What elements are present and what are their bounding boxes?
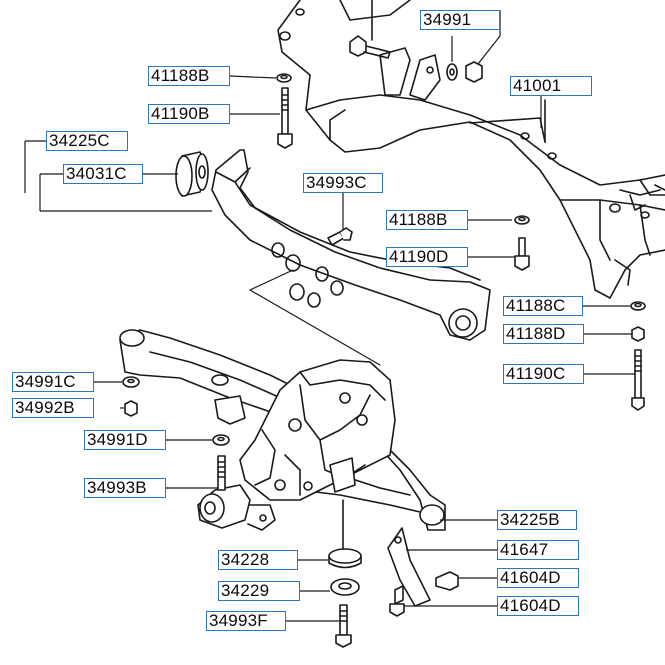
part-label-34993c[interactable]: 34993C	[303, 173, 383, 193]
part-label-34991[interactable]: 34991	[420, 10, 500, 30]
part-label-41188d[interactable]: 41188D	[503, 324, 584, 344]
part-label-41190c[interactable]: 41190C	[503, 364, 584, 384]
part-label-41190d[interactable]: 41190D	[386, 247, 468, 267]
part-label-34229[interactable]: 34229	[218, 581, 300, 601]
bushing-34031c	[175, 151, 209, 197]
nut-34992b	[124, 400, 138, 417]
nut-34991	[465, 61, 483, 83]
mount-34228	[328, 499, 362, 569]
washer-41188b-right	[514, 215, 530, 225]
part-label-34225b[interactable]: 34225B	[497, 510, 577, 530]
stud-34993b	[217, 455, 226, 491]
crossmember-41001	[277, 0, 665, 299]
bolt-top	[349, 0, 391, 59]
bolt-34993f	[335, 604, 352, 648]
washer-41188c	[630, 301, 646, 311]
part-label-41188c[interactable]: 41188C	[503, 296, 583, 316]
washer-34229	[330, 578, 360, 596]
part-label-41604d-b[interactable]: 41604D	[497, 596, 579, 616]
bolt-41190d	[514, 237, 530, 271]
part-label-41188b-top[interactable]: 41188B	[148, 66, 230, 86]
member-34225c	[211, 149, 491, 341]
bolt-34993c	[327, 227, 353, 246]
part-label-34991c[interactable]: 34991C	[12, 372, 94, 392]
part-label-41647[interactable]: 41647	[497, 540, 579, 560]
member-34225b	[119, 329, 446, 531]
part-label-41001[interactable]: 41001	[510, 76, 592, 96]
part-label-34992b[interactable]: 34992B	[12, 398, 94, 418]
part-label-41604d-a[interactable]: 41604D	[497, 568, 579, 588]
part-label-34993f[interactable]: 34993F	[206, 611, 286, 631]
bracket-41647	[387, 527, 431, 607]
part-label-34225c[interactable]: 34225C	[46, 131, 128, 151]
part-label-41190b[interactable]: 41190B	[148, 104, 230, 124]
washer-34991c	[122, 376, 140, 388]
differential-case	[197, 359, 396, 531]
nut-41188d	[631, 326, 645, 342]
washer-34991	[446, 63, 458, 81]
bolt-41190b	[277, 87, 293, 149]
guide-line	[249, 269, 381, 366]
part-label-34993b[interactable]: 34993B	[84, 478, 166, 498]
part-label-34228[interactable]: 34228	[218, 550, 298, 570]
washer-41188b-top	[276, 73, 292, 83]
leader-lines	[24, 10, 635, 622]
bolt-41604d-a	[435, 571, 459, 591]
part-label-41188b-right[interactable]: 41188B	[386, 210, 468, 230]
part-label-34031c[interactable]: 34031C	[63, 164, 143, 184]
bolt-41190c	[631, 349, 645, 411]
bolt-41604d-b	[389, 585, 405, 617]
part-label-34991d[interactable]: 34991D	[84, 430, 166, 450]
washer-34991d	[212, 434, 230, 446]
